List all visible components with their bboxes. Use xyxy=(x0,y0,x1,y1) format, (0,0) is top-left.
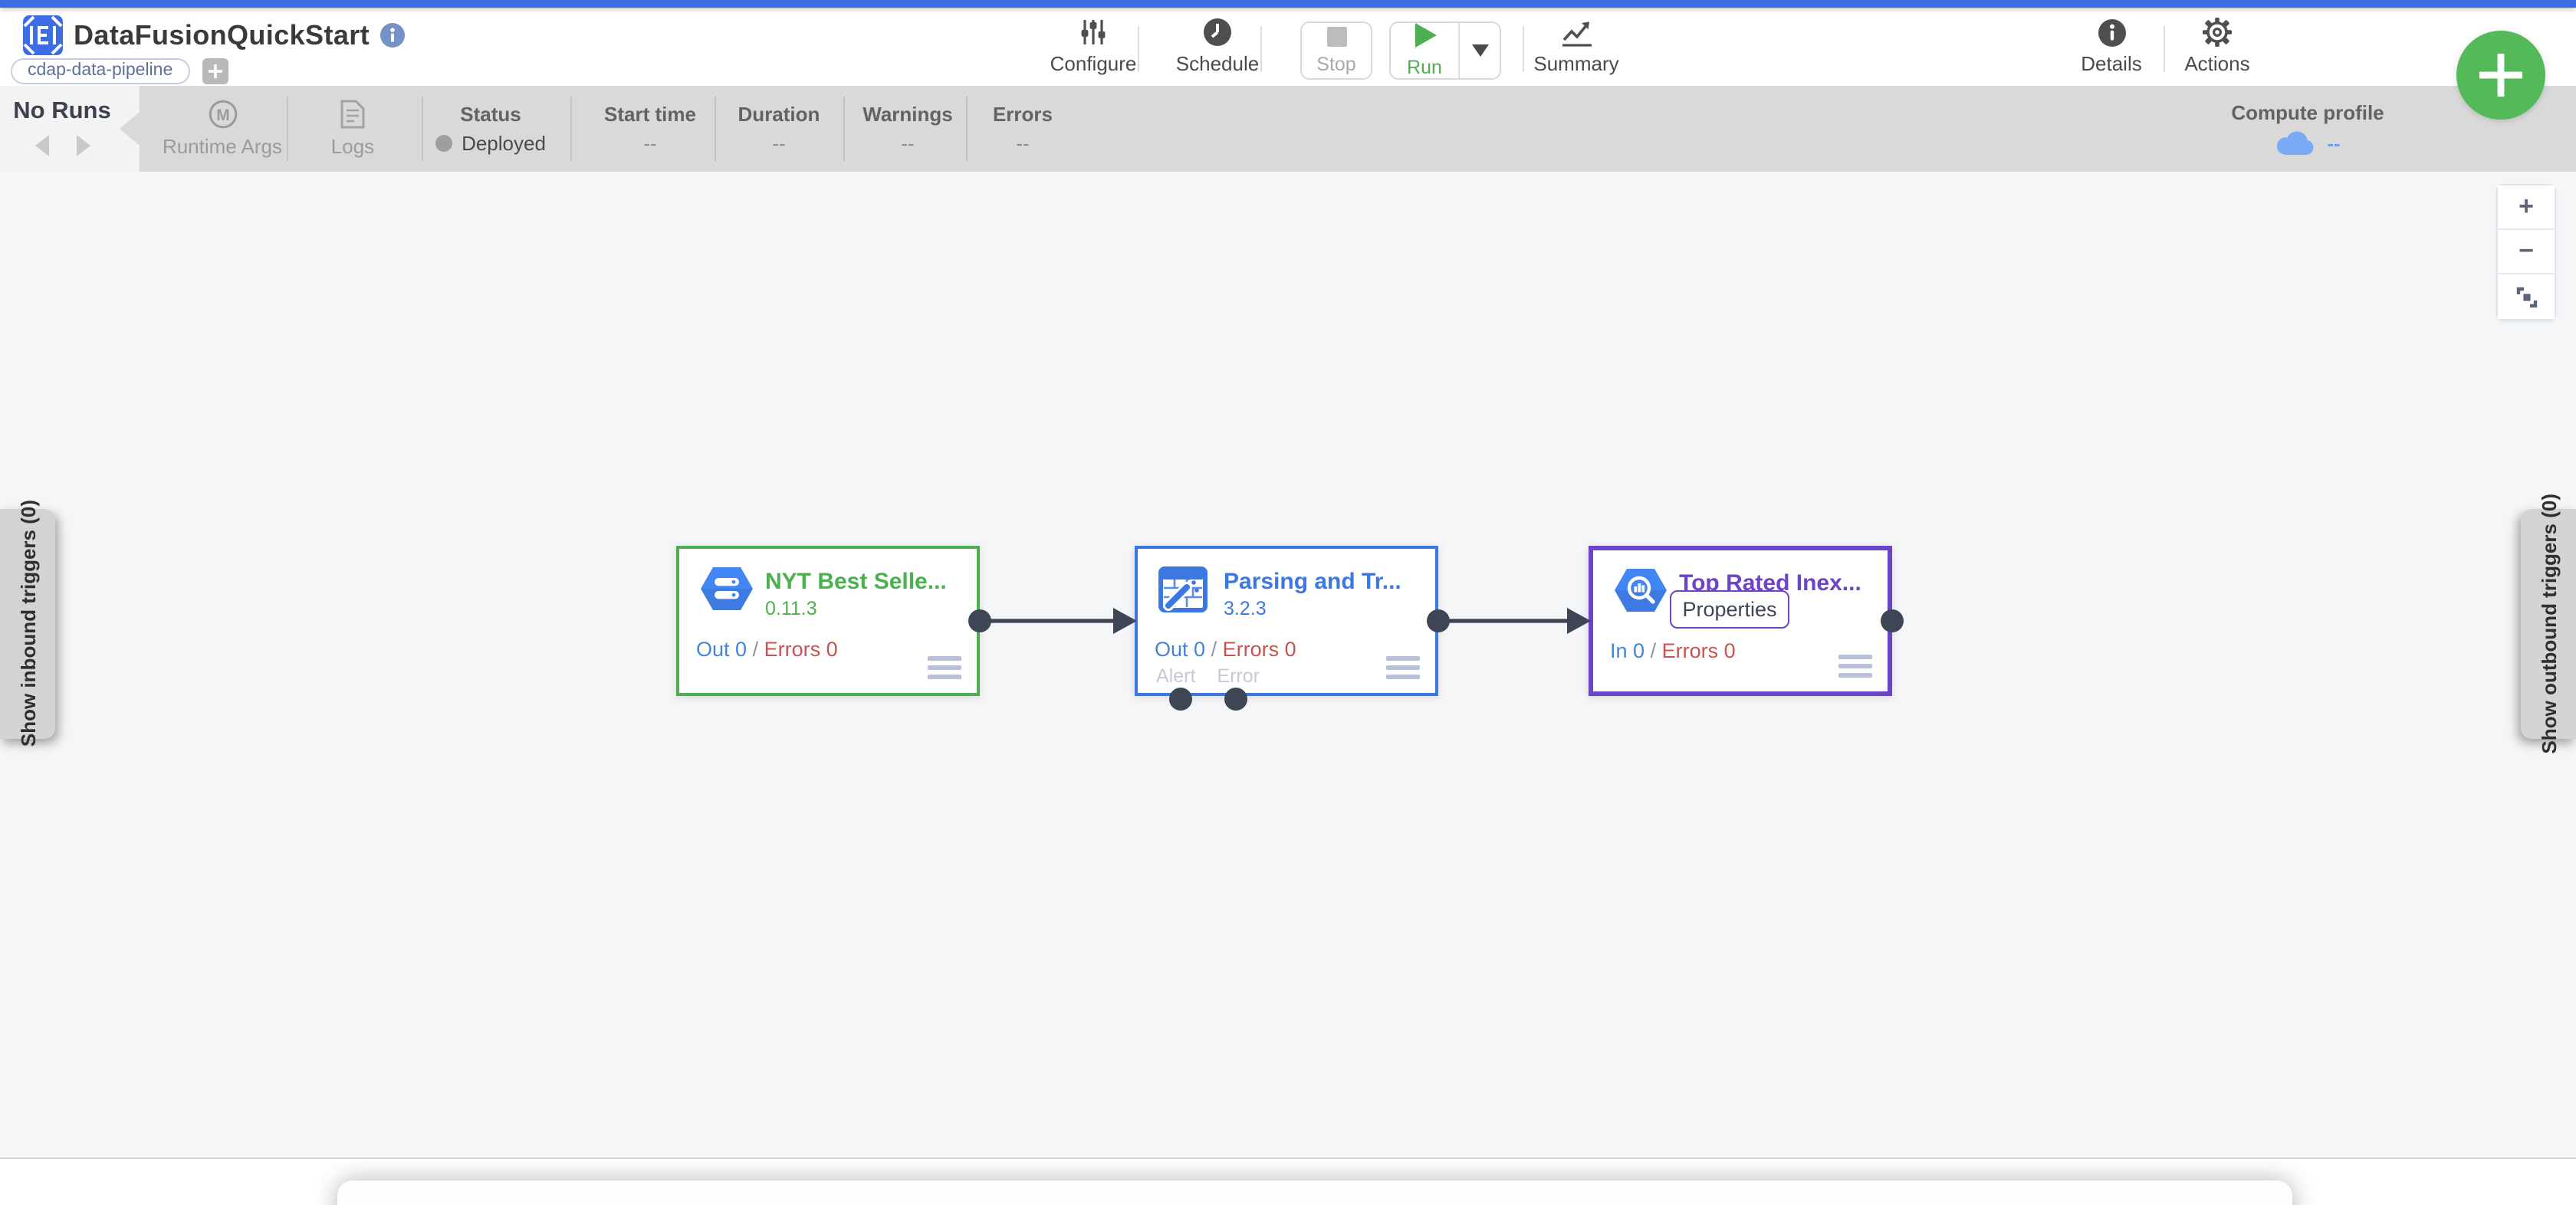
configure-button[interactable]: Configure xyxy=(1032,17,1155,78)
errors-metric[interactable]: Errors 0 xyxy=(1222,638,1296,661)
run-options-dropdown[interactable] xyxy=(1460,23,1500,78)
plus-icon xyxy=(208,64,222,78)
node-title: Parsing and Tr... xyxy=(1224,569,1401,595)
arrowhead-icon xyxy=(1113,608,1137,634)
runsbar-divider xyxy=(422,97,423,161)
bottom-drawer-shadow xyxy=(337,1180,2292,1205)
warnings-column: Warnings -- xyxy=(863,103,953,155)
play-icon xyxy=(1413,23,1436,55)
start-time-column: Start time -- xyxy=(604,103,696,155)
brand: DataFusionQuickStart xyxy=(23,15,406,55)
cloud-icon xyxy=(2276,131,2313,155)
actions-button[interactable]: Actions xyxy=(2156,17,2279,78)
next-run-button[interactable] xyxy=(76,135,90,156)
node-metrics: Out 0 / Errors 0 xyxy=(1155,638,1296,661)
node-port-labels: Alert Error xyxy=(1156,665,1260,687)
properties-button[interactable]: Properties xyxy=(1670,590,1789,629)
sliders-icon xyxy=(1078,17,1109,48)
stop-icon xyxy=(1326,26,1347,52)
fit-to-screen-button[interactable] xyxy=(2498,274,2555,319)
page-title: DataFusionQuickStart xyxy=(74,19,370,50)
svg-text:M: M xyxy=(215,107,229,124)
errors-column: Errors -- xyxy=(992,103,1053,155)
node-menu-button[interactable] xyxy=(1386,656,1420,679)
errors-metric[interactable]: Errors 0 xyxy=(1661,639,1736,662)
in-metric[interactable]: In 0 xyxy=(1610,639,1645,662)
toolbar-divider xyxy=(1138,26,1139,72)
status-dot-icon xyxy=(435,135,453,152)
chart-icon xyxy=(1559,17,1593,48)
pipeline-tags: cdap-data-pipeline xyxy=(11,58,228,84)
toolbar-divider xyxy=(1523,26,1524,72)
no-runs-label: No Runs xyxy=(13,98,111,124)
logs-button[interactable]: Logs xyxy=(307,86,399,172)
run-button-group: Run xyxy=(1389,21,1501,80)
bottom-drawer-area xyxy=(0,1161,2576,1205)
out-metric[interactable]: Out 0 xyxy=(696,638,748,661)
details-button[interactable]: Details xyxy=(2065,17,2157,78)
runtime-args-button[interactable]: M Runtime Args xyxy=(130,86,314,172)
outbound-triggers-tab[interactable]: Show outbound triggers (0) xyxy=(2521,494,2576,754)
status-badge: Deployed xyxy=(462,132,546,155)
pipeline-header: DataFusionQuickStart cdap-data-pipeline xyxy=(0,8,2576,86)
node-version: 0.11.3 xyxy=(765,598,817,619)
datastore-hexagon-icon xyxy=(701,567,753,610)
canvas-zoom-controls: + − xyxy=(2496,184,2556,320)
node-menu-button[interactable] xyxy=(1838,655,1872,678)
schedule-button[interactable]: Schedule xyxy=(1156,17,1279,78)
toolbar-divider xyxy=(1260,26,1262,72)
pipeline-node-nyt-source[interactable]: NYT Best Selle... 0.11.3 Out 0 / Errors … xyxy=(676,546,980,696)
node-menu-button[interactable] xyxy=(928,656,961,679)
previous-run-button[interactable] xyxy=(34,135,48,156)
inbound-triggers-tab[interactable]: Show inbound triggers (0) xyxy=(0,501,55,747)
zoom-out-button[interactable]: − xyxy=(2498,230,2555,274)
node-metrics: Out 0 / Errors 0 xyxy=(696,638,838,661)
zoom-in-button[interactable]: + xyxy=(2498,186,2555,230)
summary-button[interactable]: Summary xyxy=(1515,17,1638,78)
bigquery-hexagon-icon xyxy=(1615,569,1667,612)
compute-profile-column[interactable]: Compute profile -- xyxy=(2231,101,2384,155)
runsbar-divider xyxy=(843,97,845,161)
error-port-label: Error xyxy=(1217,665,1260,687)
arrowhead-icon xyxy=(1567,608,1591,634)
pipeline-node-bigquery-sink[interactable]: Top Rated Inex... Properties In 0 / Erro… xyxy=(1589,546,1892,696)
info-icon[interactable] xyxy=(380,23,406,48)
fit-to-screen-icon xyxy=(2515,286,2537,307)
plus-icon xyxy=(2479,54,2522,97)
pipeline-type-tag: cdap-data-pipeline xyxy=(11,58,190,84)
details-info-icon xyxy=(2097,17,2126,48)
runsbar-divider xyxy=(715,97,716,161)
clock-icon xyxy=(1202,17,1233,48)
toolbar-divider xyxy=(2164,26,2165,72)
run-button[interactable]: Run xyxy=(1391,23,1460,78)
node-metrics: In 0 / Errors 0 xyxy=(1610,639,1736,662)
document-icon xyxy=(340,100,365,129)
top-accent-bar xyxy=(0,0,2576,8)
runsbar-divider xyxy=(966,97,968,161)
pipeline-node-wrangler-transform[interactable]: Parsing and Tr... 3.2.3 Out 0 / Errors 0… xyxy=(1135,546,1438,696)
node-version: 3.2.3 xyxy=(1224,598,1267,619)
runtime-args-icon: M xyxy=(208,100,237,129)
runs-pager: No Runs xyxy=(0,86,140,172)
cdap-logo-icon xyxy=(23,15,63,55)
pipeline-canvas[interactable]: NYT Best Selle... 0.11.3 Out 0 / Errors … xyxy=(0,172,2576,1159)
wrangler-icon xyxy=(1158,566,1208,612)
chevron-down-icon xyxy=(1471,44,1488,57)
runsbar-divider xyxy=(570,97,572,161)
alert-port-label: Alert xyxy=(1156,665,1196,687)
status-column: Status Deployed xyxy=(414,86,567,172)
stop-button[interactable]: Stop xyxy=(1300,21,1372,80)
runsbar-divider xyxy=(287,97,288,161)
node-title: NYT Best Selle... xyxy=(765,569,947,595)
duration-column: Duration -- xyxy=(738,103,820,155)
gear-icon xyxy=(2202,17,2233,48)
runs-status-bar: No Runs M Runtime Args Logs xyxy=(0,86,2576,172)
add-plugin-fab-button[interactable] xyxy=(2456,31,2545,120)
out-metric[interactable]: Out 0 xyxy=(1155,638,1206,661)
errors-metric[interactable]: Errors 0 xyxy=(764,638,838,661)
add-tag-button[interactable] xyxy=(202,58,228,84)
